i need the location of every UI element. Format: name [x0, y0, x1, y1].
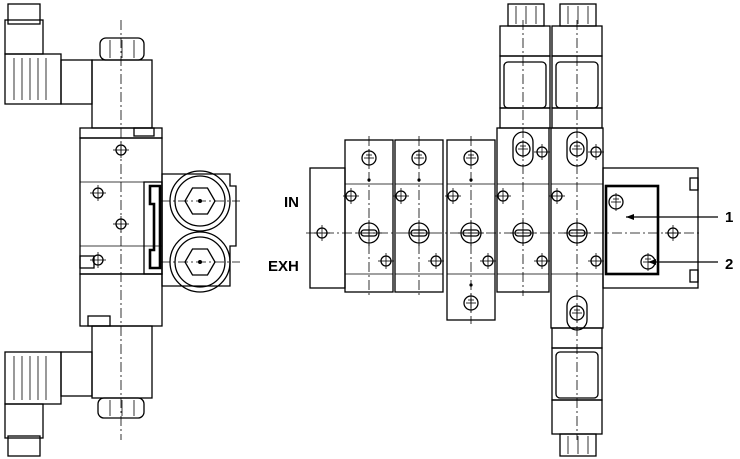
- valve-station-4: [494, 127, 551, 293]
- valve-end-view: [160, 170, 240, 293]
- valve-side-view: [4, 3, 240, 457]
- valve-station-5: [548, 127, 605, 331]
- bottom-connector-plug-icon: [4, 351, 93, 457]
- valve-station-3: [444, 139, 497, 321]
- plate-screw-icon-top: [608, 192, 624, 212]
- exhaust-port-label: EXH: [268, 258, 299, 275]
- top-connector-plug-icon: [4, 3, 93, 105]
- valve-station-1: [342, 139, 395, 293]
- label-plate: [604, 184, 660, 276]
- callout-1-label: 1: [725, 209, 733, 226]
- manifold-front-view: [306, 3, 702, 457]
- inlet-port-label: IN: [284, 194, 299, 211]
- body-hole-icon-1: [89, 184, 107, 202]
- callout-2-label: 2: [725, 256, 733, 273]
- left-end-plate: [309, 167, 346, 289]
- upper-solenoid-stacks: [499, 3, 603, 129]
- callout-leaders: [626, 214, 718, 265]
- valve-station-2: [392, 139, 445, 293]
- body-hole-icon-2: [89, 251, 107, 269]
